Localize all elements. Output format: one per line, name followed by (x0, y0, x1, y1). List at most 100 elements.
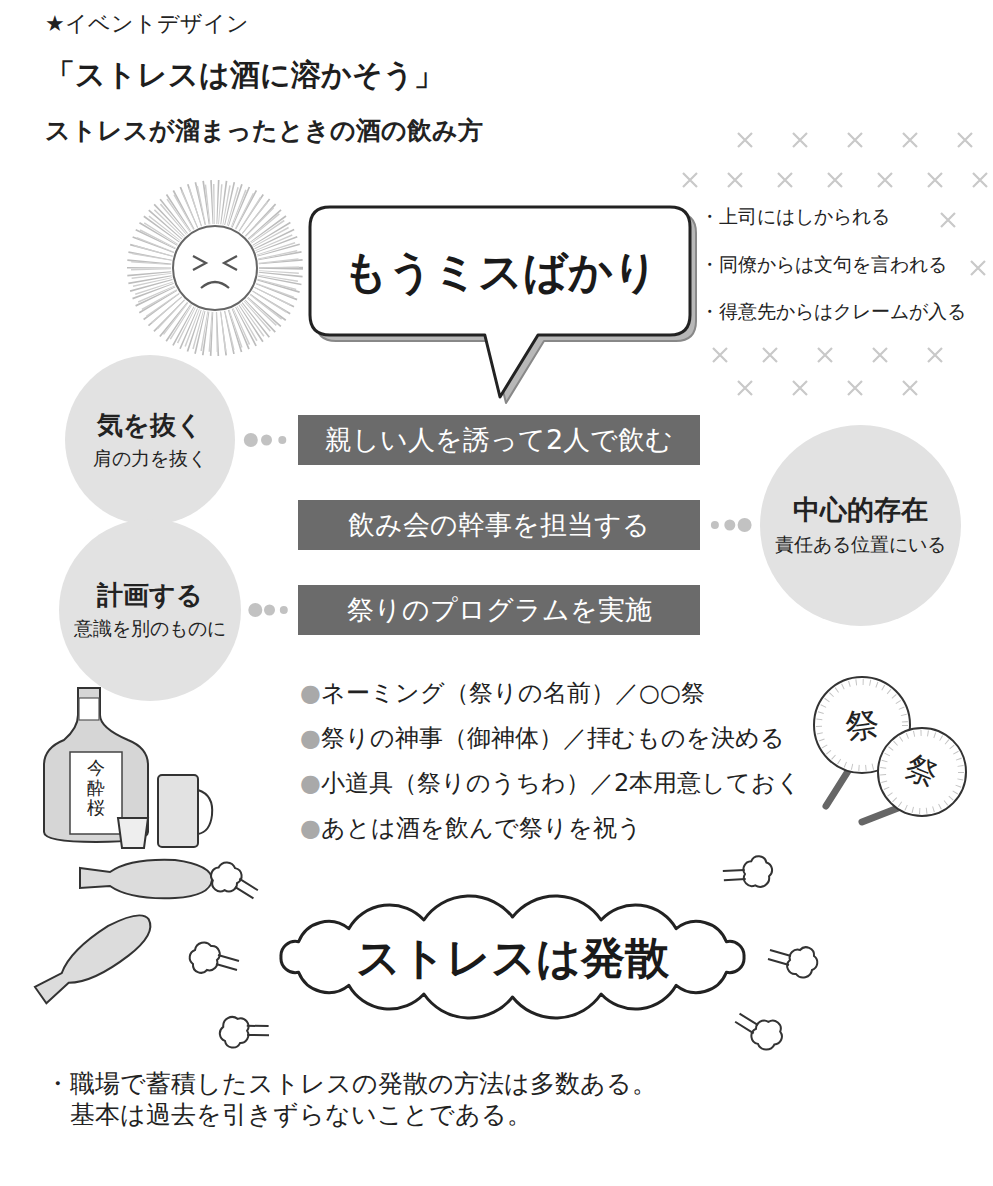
circle-shape (65, 355, 235, 525)
label-holder: ●小道具（祭りのうちわ）／2本用意しておく (300, 768, 801, 798)
node-heading: 気を抜く (97, 409, 203, 442)
circle-fill (65, 355, 235, 525)
tokkuri-tilted (30, 904, 159, 1010)
bottle-label (70, 752, 122, 834)
fan-character: 祭 (887, 741, 958, 801)
cross-mark (818, 348, 832, 362)
cross-mark (778, 173, 792, 187)
node-heading: ストレスは発散 (356, 930, 669, 985)
cross-mark (928, 348, 942, 362)
circle-fill (59, 519, 241, 701)
face-mouth (201, 282, 229, 288)
fan-character: 祭 (829, 700, 894, 750)
connector-dot (280, 606, 288, 614)
bar-node: 祭りのプログラムを実施 (298, 585, 700, 635)
bar-fill (298, 585, 700, 635)
beer-mug (158, 775, 198, 847)
title-holder: 「ストレスは酒に溶かそう」 (45, 56, 444, 94)
cross-mark (941, 213, 955, 227)
connector-dot (724, 520, 735, 531)
node-heading: 計画する (97, 579, 203, 612)
dotted-connector (248, 603, 287, 617)
label-holder: ・得意先からはクレームが入る (700, 300, 966, 324)
cross-pattern (683, 133, 987, 395)
label-holder: 祭 (892, 751, 952, 791)
label-holder: ★イベントデザイン (45, 10, 249, 38)
bar-node: 飲み会の幹事を担当する (298, 500, 700, 550)
cross-mark (738, 133, 752, 147)
dotted-connector (244, 433, 286, 447)
label-holder: 祭 (832, 704, 892, 747)
subtitle: ストレスが溜まったときの酒の飲み方 (45, 115, 483, 146)
cross-mark (958, 133, 972, 147)
cloud-outline (281, 896, 744, 1018)
face-eye (224, 256, 237, 270)
fan-ribs (883, 733, 961, 811)
connector-dot (248, 603, 262, 617)
puff (207, 859, 263, 902)
bar-fill (298, 415, 700, 465)
cross-mark (793, 381, 807, 395)
cross-mark (793, 133, 807, 147)
label-holder: ●ネーミング（祭りの名前）／○○祭 (300, 678, 705, 708)
node-heading: 親しい人を誘って2人で飲む (325, 423, 673, 457)
node-heading: 中心的存在 (793, 493, 928, 527)
cross-mark (903, 133, 917, 147)
cross-mark (738, 381, 752, 395)
puff (730, 1010, 786, 1053)
label-holder: ストレスが溜まったときの酒の飲み方 (45, 115, 483, 146)
fan-handle (826, 768, 850, 806)
tokkuri (30, 904, 159, 1010)
fan-face (878, 728, 966, 816)
circle-shape (59, 519, 241, 701)
node-text: 意識を別のものに (74, 617, 226, 641)
label-holder: 今酔桜 (87, 758, 105, 817)
program-item: ●あとは酒を飲んで祭りを祝う (300, 813, 642, 843)
connector-dot (711, 521, 719, 529)
circle-fill (760, 425, 961, 626)
cross-mark (928, 173, 942, 187)
cross-mark (848, 381, 862, 395)
cross-mark (728, 173, 742, 187)
festival-fans (814, 677, 966, 822)
burst-puffs (190, 853, 818, 1053)
node-heading: もうミスばかり (343, 244, 658, 299)
bar-node: 親しい人を誘って2人で飲む (298, 415, 700, 465)
puff (768, 947, 817, 977)
cross-mark (971, 261, 985, 275)
node-text: 責任ある位置にいる (775, 533, 946, 557)
mug-handle (198, 790, 212, 834)
cross-mark (848, 133, 862, 147)
tokkuri (80, 860, 212, 899)
stress-cause: ・同僚からは文句を言われる (700, 253, 947, 277)
node-heading: 飲み会の幹事を担当する (348, 508, 650, 542)
burst-rays (148, 201, 283, 336)
label-holder: ・同僚からは文句を言われる (700, 253, 947, 277)
connector-dot (244, 433, 258, 447)
puff (720, 853, 776, 898)
program-item: ●小道具（祭りのうちわ）／2本用意しておく (300, 768, 801, 798)
cross-mark (873, 348, 887, 362)
cross-mark (683, 173, 697, 187)
cloud-node: ストレスは発散 (265, 893, 760, 1021)
label-holder: ●あとは酒を飲んで祭りを祝う (300, 813, 642, 843)
stress-cause: ・上司にはしかられる (700, 205, 890, 229)
connector-dot (278, 436, 286, 444)
sake-cup (118, 818, 148, 848)
label-holder: ●祭りの神事（御神体）／拝むものを決める (300, 723, 785, 753)
face-eye (193, 256, 206, 270)
program-item: ●祭りの神事（御神体）／拝むものを決める (300, 723, 785, 753)
section-tag: ★イベントデザイン (45, 10, 249, 38)
puff (190, 942, 239, 972)
face-circle (173, 226, 257, 310)
circle-node: 気を抜く肩の力を抜く (65, 355, 235, 525)
stressed-face (148, 201, 283, 336)
cross-mark (878, 173, 892, 187)
circle-node: 中心的存在責任ある位置にいる (760, 425, 961, 626)
node-heading: 祭りのプログラムを実施 (347, 593, 652, 627)
node-text: 肩の力を抜く (93, 447, 207, 471)
dotted-connector (711, 518, 752, 532)
bubble-node: もうミスばかり (310, 207, 690, 335)
